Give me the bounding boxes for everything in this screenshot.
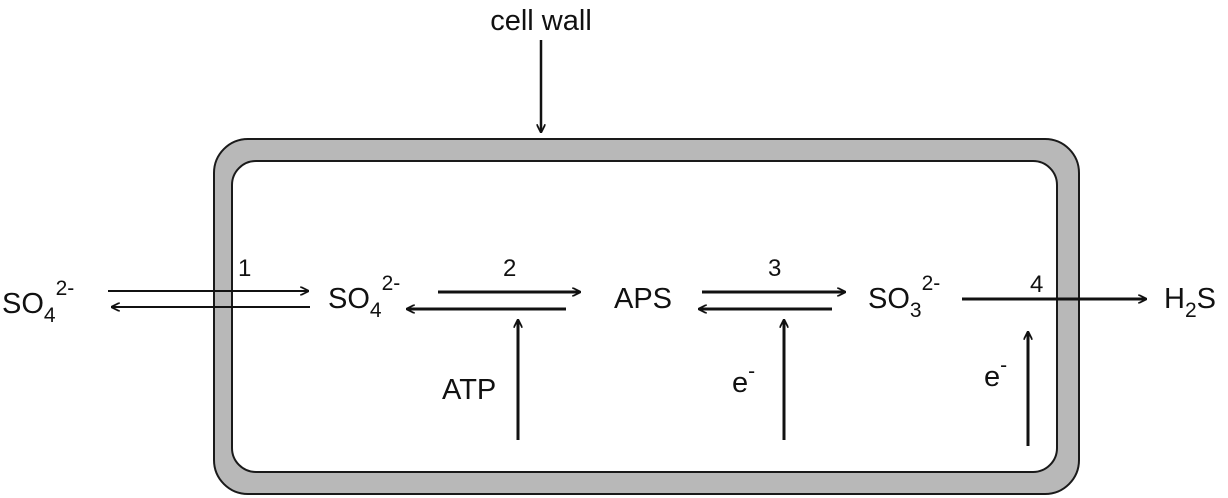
step-1-label: 1	[238, 255, 251, 282]
atp-label: ATP	[442, 374, 496, 406]
step-4-label: 4	[1030, 271, 1043, 298]
step-2-label: 2	[503, 255, 516, 282]
step-3-label: 3	[768, 255, 781, 282]
cell-wall-label: cell wall	[490, 5, 592, 37]
hydrogen-sulfide-label: H2S	[1164, 283, 1216, 322]
electron-label-2: e-	[984, 354, 1007, 393]
sulfate-outside-label: SO42-	[2, 277, 74, 327]
electron-label-1: e-	[732, 360, 755, 399]
sulfate-inside-label: SO42-	[328, 272, 400, 322]
cell-membrane	[213, 138, 1080, 495]
sulfite-label: SO32-	[868, 272, 940, 322]
aps-label: APS	[614, 283, 672, 315]
